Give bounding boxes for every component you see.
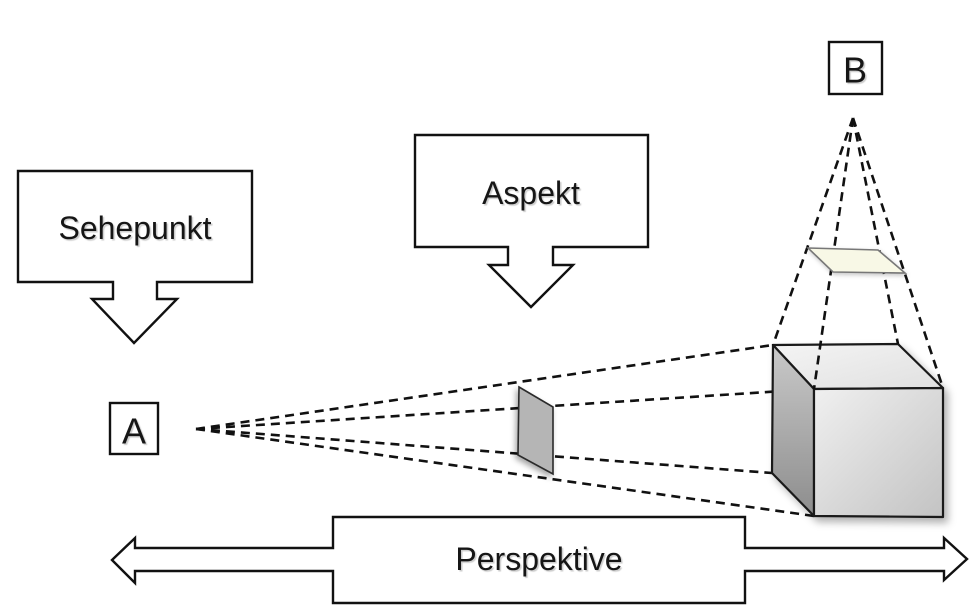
callout-aspekt: Aspekt: [413, 133, 650, 309]
point-b-box: B: [827, 40, 884, 96]
point-b-frame: [827, 40, 884, 96]
point-a-box: A: [108, 401, 160, 456]
aspekt-label: Aspekt: [482, 175, 580, 211]
sehepunkt-callout-shape: [16, 169, 254, 345]
sehepunkt-label: Sehepunkt: [58, 210, 211, 246]
projection-line-b-back-left: [771, 117, 855, 346]
point-b-label: B: [843, 50, 867, 91]
perspective-axis: Perspektive: [110, 515, 969, 605]
callout-sehepunkt: Sehepunkt: [16, 169, 254, 345]
point-a-label: A: [122, 411, 146, 452]
projection-line-a-bottom-front: [195, 427, 815, 518]
aspekt-callout-shape: [413, 133, 650, 309]
picture-plane: [517, 385, 554, 476]
projection-lines-from-a: [195, 343, 815, 518]
section-plane-face: [805, 247, 908, 274]
projection-line-b-back-right: [851, 117, 900, 345]
point-a-frame: [108, 401, 160, 456]
projection-line-a-bottom-back: [195, 427, 773, 475]
cube: [770, 342, 945, 519]
projection-line-a-top-back: [195, 343, 774, 431]
picture-plane-face: [517, 385, 554, 476]
perspective-arrow-shape: [110, 515, 969, 605]
section-plane: [805, 247, 908, 274]
cube-front-face: [812, 386, 945, 519]
projection-line-a-top-front: [195, 387, 815, 431]
projection-line-b-front-right: [851, 117, 945, 389]
perspective-label: Perspektive: [455, 541, 622, 577]
